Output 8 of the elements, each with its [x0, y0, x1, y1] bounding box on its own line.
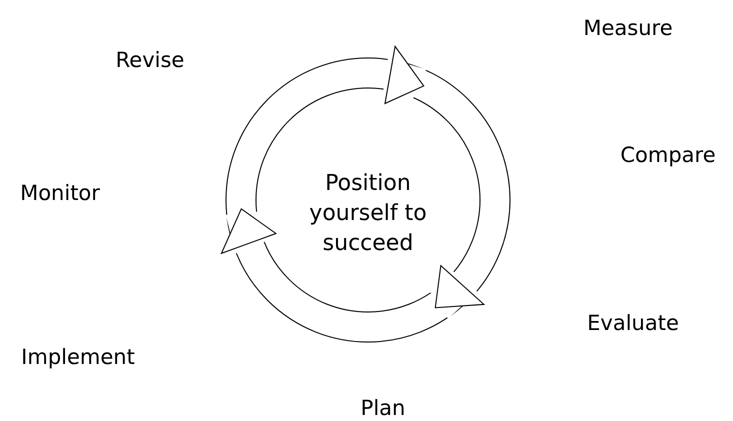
step-label: Monitor: [20, 181, 100, 205]
step-label: Implement: [21, 345, 135, 369]
center-text: Position yourself to succeed: [308, 170, 428, 258]
step-label: Measure: [583, 16, 673, 40]
step-label: Evaluate: [587, 311, 679, 335]
step-label: Revise: [116, 48, 184, 72]
step-label: Compare: [620, 143, 716, 167]
step-label: Plan: [360, 396, 406, 420]
